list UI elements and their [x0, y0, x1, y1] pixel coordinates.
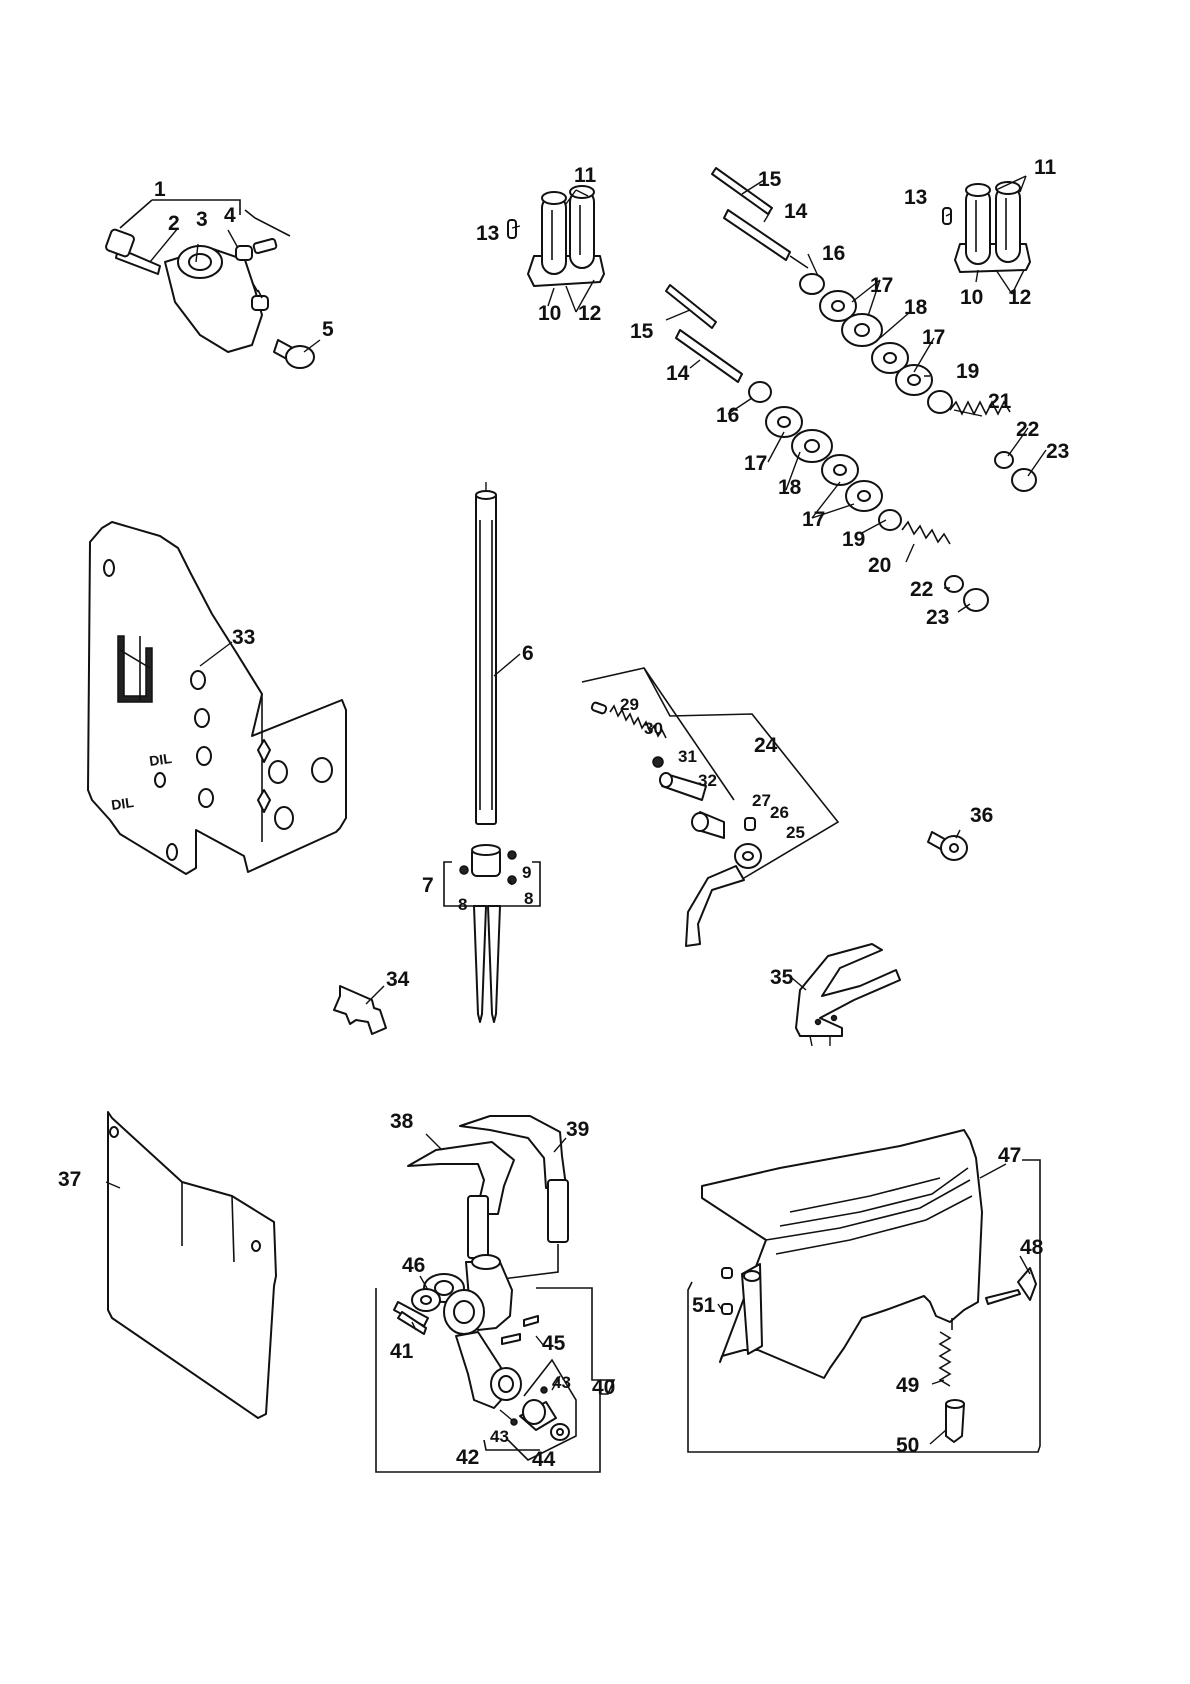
callout-10-left: 10 — [538, 302, 561, 325]
callout-10-right: 10 — [960, 286, 983, 309]
callout-44: 44 — [532, 1448, 556, 1471]
looper-assembly — [376, 1116, 614, 1472]
callout-43a: 43 — [552, 1373, 571, 1392]
thread-tension-housing-right — [943, 182, 1030, 272]
callout-38: 38 — [390, 1110, 414, 1133]
callout-51: 51 — [692, 1294, 716, 1317]
callout-16-upper: 16 — [822, 242, 845, 265]
callout-14-upper: 14 — [784, 200, 808, 223]
callout-9: 9 — [522, 863, 531, 882]
callout-15-upper: 15 — [758, 168, 782, 191]
t-block — [334, 986, 386, 1034]
callout-30: 30 — [644, 719, 663, 738]
callout-22-upper: 22 — [1016, 418, 1039, 441]
callout-2: 2 — [168, 212, 180, 235]
callout-14-lower: 14 — [666, 362, 690, 385]
side-cover — [108, 1112, 276, 1418]
callout-7: 7 — [422, 874, 434, 897]
callout-17-lower-b: 17 — [802, 508, 825, 531]
callout-8a: 8 — [458, 895, 467, 914]
callout-1: 1 — [154, 178, 166, 201]
callout-26: 26 — [770, 803, 789, 822]
callout-8b: 8 — [524, 889, 533, 908]
callout-36: 36 — [970, 804, 993, 827]
callout-42: 42 — [456, 1446, 479, 1469]
callout-16-lower: 16 — [716, 404, 739, 427]
callout-32: 32 — [698, 771, 717, 790]
front-cover — [688, 1130, 1040, 1452]
callout-11-left: 11 — [574, 164, 597, 187]
callout-33: 33 — [232, 626, 255, 649]
plate-mark-upper: DIL — [148, 750, 173, 769]
callout-31: 31 — [678, 747, 697, 766]
callout-18-lower: 18 — [778, 476, 802, 499]
callout-41: 41 — [390, 1340, 414, 1363]
callout-17-upper-a: 17 — [870, 274, 893, 297]
callout-12-right: 12 — [1008, 286, 1031, 309]
bracket-assembly — [105, 200, 314, 368]
callout-17-upper-b: 17 — [922, 326, 945, 349]
callout-22-lower: 22 — [910, 578, 933, 601]
callout-24: 24 — [754, 734, 778, 757]
callout-49: 49 — [896, 1374, 919, 1397]
callout-39: 39 — [566, 1118, 589, 1141]
callout-12-left: 12 — [578, 302, 601, 325]
callout-19-upper: 19 — [956, 360, 979, 383]
fork-guide — [796, 944, 900, 1046]
callout-5: 5 — [322, 318, 334, 341]
plate-mark-lower: DIL — [110, 794, 135, 813]
callout-35: 35 — [770, 966, 794, 989]
callout-29: 29 — [620, 695, 639, 714]
thread-tension-housing-left — [508, 186, 604, 286]
callout-4: 4 — [224, 204, 236, 227]
callout-34: 34 — [386, 968, 410, 991]
callout-3: 3 — [196, 208, 208, 231]
callout-43b: 43 — [490, 1427, 509, 1446]
callout-45: 45 — [542, 1332, 566, 1355]
callout-21: 21 — [988, 390, 1012, 413]
thumb-screw — [928, 832, 967, 860]
callout-11-right: 11 — [1034, 156, 1057, 179]
callout-40: 40 — [592, 1376, 615, 1399]
needle-bar-assembly — [444, 482, 540, 1022]
callout-20: 20 — [868, 554, 891, 577]
bracket-plate: DIL DIL — [88, 522, 346, 874]
callout-13-right: 13 — [904, 186, 927, 209]
callout-13-left: 13 — [476, 222, 499, 245]
callout-6: 6 — [522, 642, 534, 665]
callout-18-upper: 18 — [904, 296, 928, 319]
callout-23-lower: 23 — [926, 606, 949, 629]
callout-15-lower: 15 — [630, 320, 654, 343]
callout-27: 27 — [752, 791, 771, 810]
callout-17-lower-a: 17 — [744, 452, 767, 475]
callout-47: 47 — [998, 1144, 1021, 1167]
callout-37: 37 — [58, 1168, 81, 1191]
callout-50: 50 — [896, 1434, 919, 1457]
callout-23-upper: 23 — [1046, 440, 1069, 463]
callout-48: 48 — [1020, 1236, 1044, 1259]
callout-25: 25 — [786, 823, 805, 842]
callout-19-lower: 19 — [842, 528, 865, 551]
callout-46: 46 — [402, 1254, 425, 1277]
